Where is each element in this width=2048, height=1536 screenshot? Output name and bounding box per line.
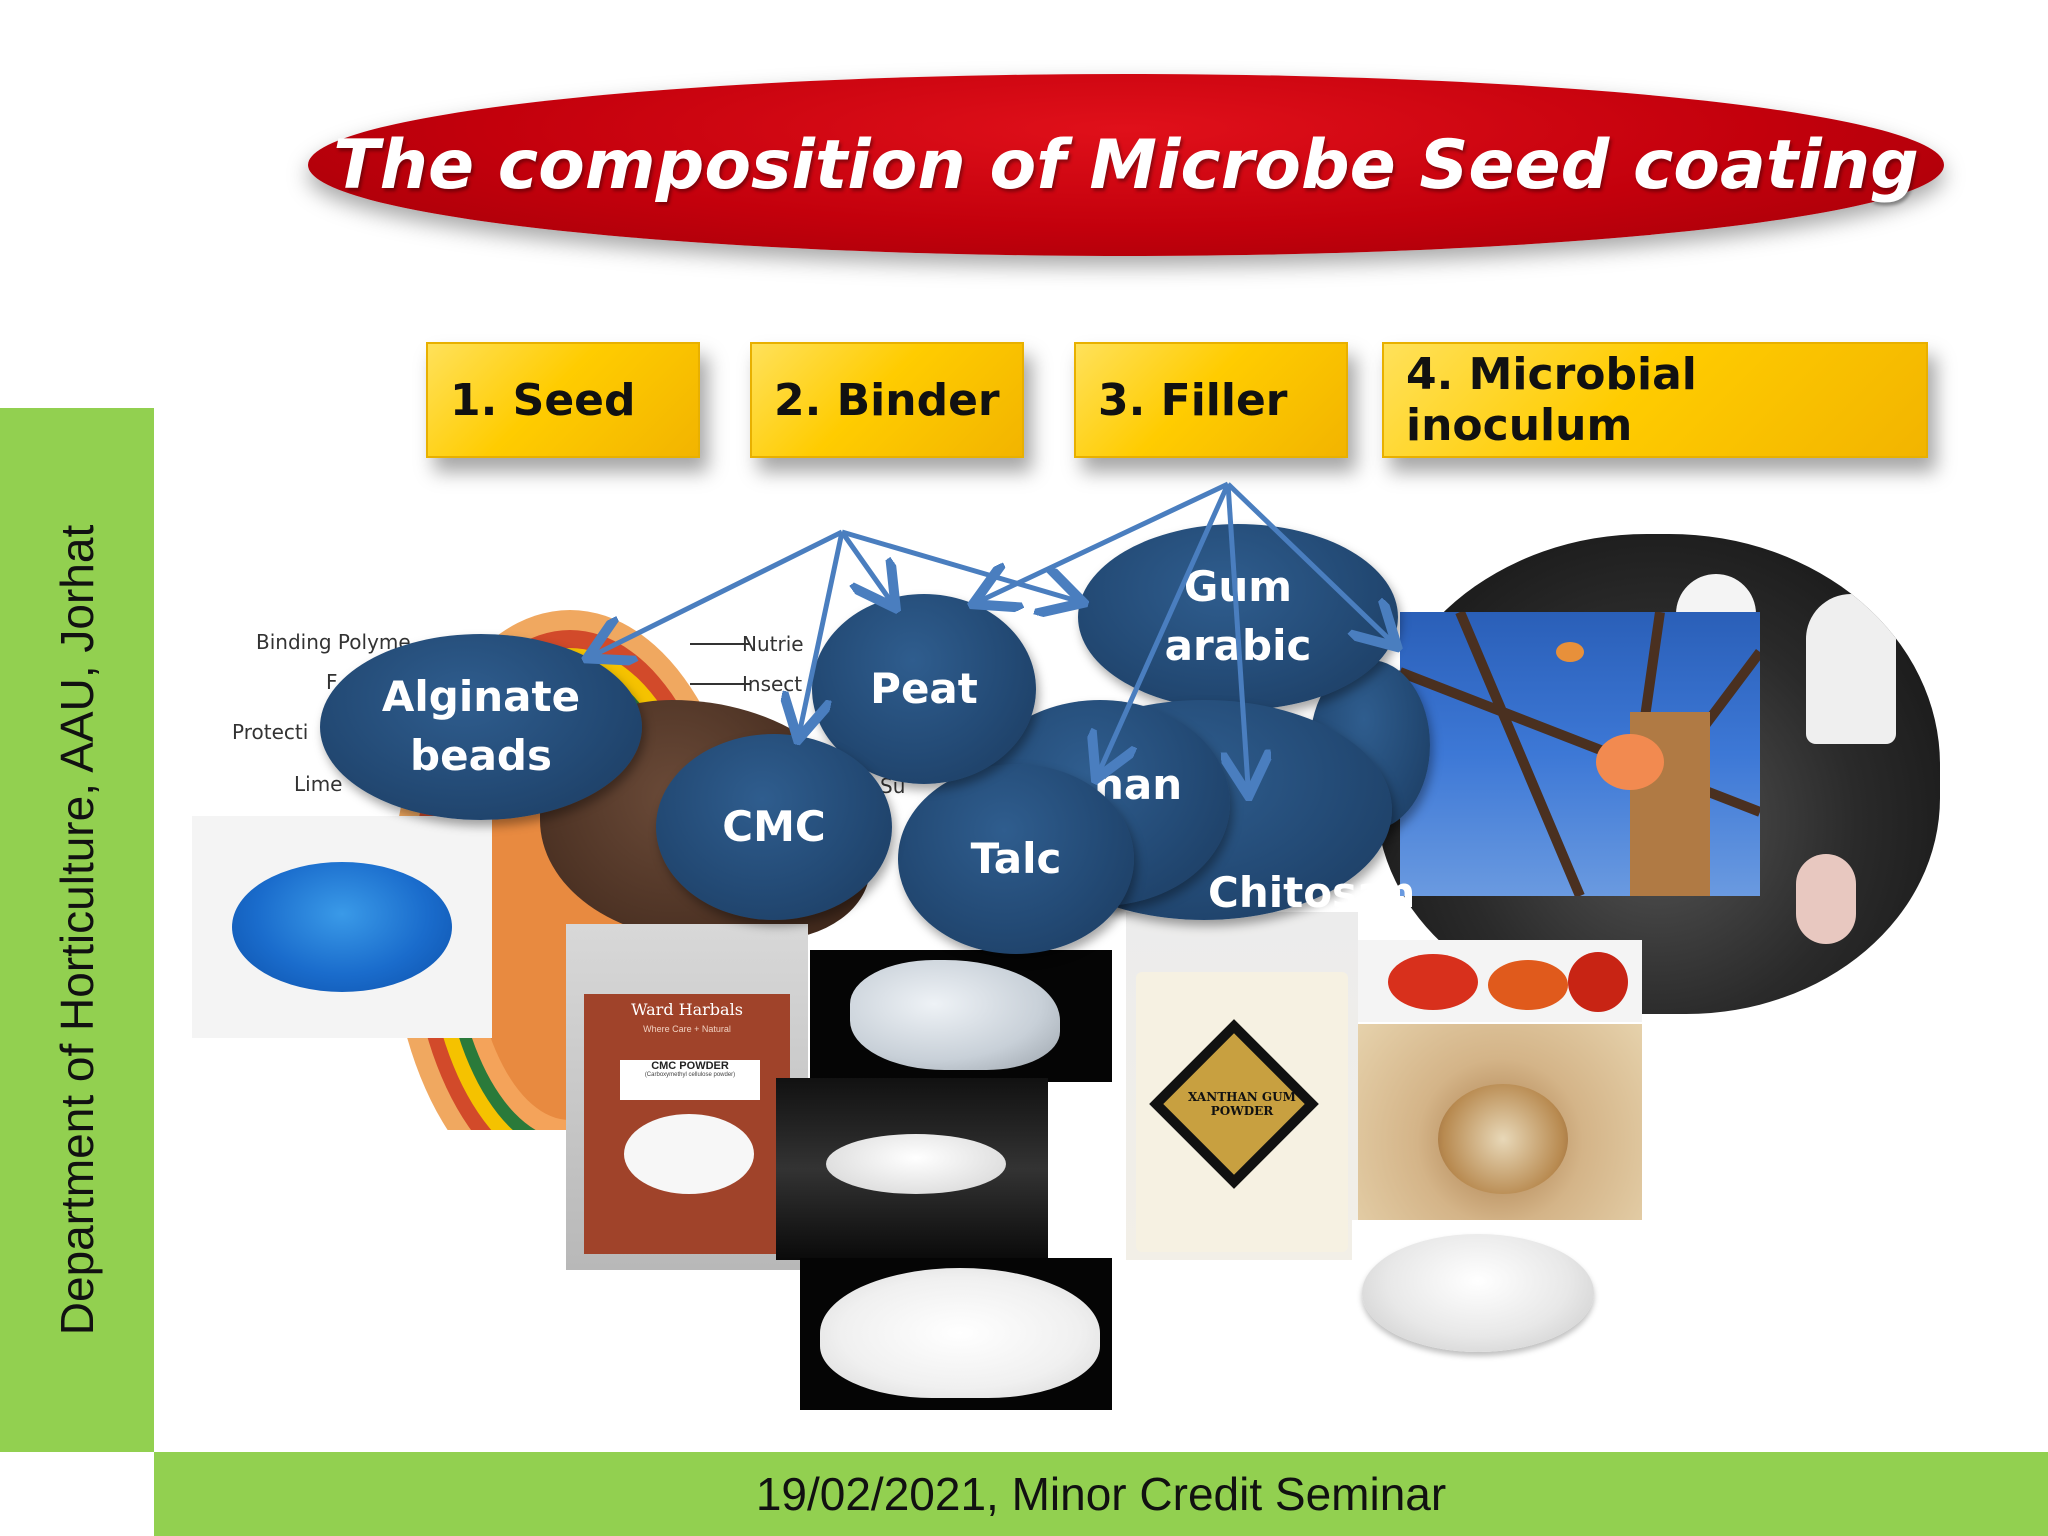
component-seed: 1. Seed bbox=[426, 342, 700, 458]
diagram-label-f: F bbox=[326, 670, 338, 694]
arrow-binder-alginate bbox=[596, 529, 844, 654]
diagram-label-binding: Binding Polyme bbox=[256, 630, 411, 654]
peat-label: Peat bbox=[870, 663, 978, 713]
crawfish-photo bbox=[1358, 940, 1642, 1022]
diagram-label-nutrient: Nutrie bbox=[742, 632, 804, 656]
oval-talc: Talc bbox=[898, 764, 1134, 954]
alginate-beads-photo bbox=[192, 816, 492, 1038]
side-band bbox=[0, 408, 154, 1452]
footer-band bbox=[154, 1452, 2048, 1536]
arrow-binder-cmc bbox=[800, 531, 845, 730]
talc-label: Talc bbox=[970, 833, 1062, 883]
slide-title: The composition of Microbe Seed coating bbox=[333, 125, 1919, 205]
component-filler: 3. Filler bbox=[1074, 342, 1348, 458]
white-powder-pile-photo bbox=[800, 1258, 1112, 1410]
title-banner bbox=[308, 74, 1944, 256]
cmc-package-label: CMC POWDER bbox=[651, 1060, 729, 1072]
xanthan-bag-label: XANTHAN GUM POWDER bbox=[1188, 1090, 1296, 1119]
diagram-label-protective: Protecti bbox=[232, 720, 309, 744]
cmc-package-brand: Ward Harbals bbox=[631, 1000, 743, 1019]
department-label: Department of Horticulture, AAU, Jorhat bbox=[51, 524, 103, 1336]
talc-crystal-photo bbox=[810, 950, 1112, 1082]
chitosan-label: Chitosan bbox=[1208, 868, 1416, 917]
arrow-binder-gum-arabic bbox=[841, 529, 1074, 600]
oval-cmc: CMC bbox=[656, 734, 892, 920]
chitosan-flakes-photo bbox=[1358, 1024, 1642, 1220]
component-microbial-inoculum: 4. Microbial inoculum bbox=[1382, 342, 1928, 458]
xanthan-gum-bag-photo: XANTHAN GUM POWDER bbox=[1126, 912, 1358, 1260]
alginate-label: Alginate beads bbox=[381, 672, 581, 780]
footer-date-seminar: 19/02/2021, Minor Credit Seminar bbox=[755, 1468, 1447, 1520]
cmc-package-tagline: Where Care + Natural bbox=[643, 1024, 731, 1034]
component-binder: 2. Binder bbox=[750, 342, 1024, 458]
petri-dish-powder-photo bbox=[1352, 1220, 1604, 1362]
cmc-package-sub: (Carboxymethyl cellulose powder) bbox=[644, 1072, 736, 1078]
diagram-label-lime: Lime bbox=[294, 772, 343, 796]
arrow-filler-xanthan bbox=[1100, 482, 1231, 770]
cmc-label: CMC bbox=[722, 801, 826, 851]
side-text-container: Department of Horticulture, AAU, Jorhat bbox=[0, 408, 154, 1452]
arrow-binder-peat bbox=[839, 530, 890, 600]
gum-arabic-tree-photo bbox=[1400, 612, 1760, 896]
arrow-filler-chitosan bbox=[1228, 483, 1248, 786]
powder-dish-photo bbox=[776, 1078, 1048, 1260]
oval-peat: Peat bbox=[812, 594, 1036, 784]
arrow-filler-inoculum bbox=[1226, 482, 1390, 640]
cmc-powder-package-photo: Ward Harbals Where Care + Natural CMC PO… bbox=[566, 924, 808, 1270]
arrow-filler-peat bbox=[982, 481, 1230, 600]
